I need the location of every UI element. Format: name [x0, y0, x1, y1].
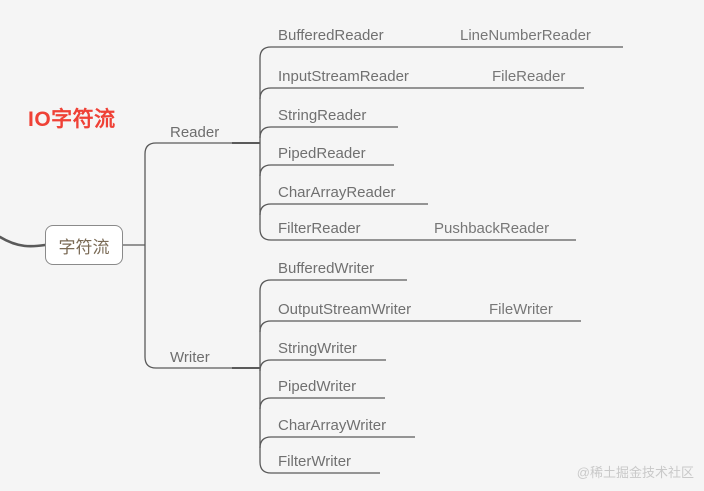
leaf-char-array-reader[interactable]: CharArrayReader — [278, 184, 396, 201]
leaf-input-stream-reader[interactable]: InputStreamReader — [278, 68, 409, 85]
leaf-filter-writer[interactable]: FilterWriter — [278, 453, 352, 470]
leaf-piped-writer[interactable]: PipedWriter — [278, 378, 357, 395]
leaf-output-stream-writer[interactable]: OutputStreamWriter — [278, 301, 412, 318]
branch-label-writer[interactable]: Writer — [170, 349, 210, 366]
leaf-char-array-writer[interactable]: CharArrayWriter — [278, 417, 387, 434]
leaf-file-writer[interactable]: FileWriter — [489, 301, 553, 318]
root-node[interactable]: 字符流 — [45, 225, 123, 265]
leaf-string-writer[interactable]: StringWriter — [278, 340, 357, 357]
branch-label-reader[interactable]: Reader — [170, 124, 220, 141]
leaf-piped-reader[interactable]: PipedReader — [278, 145, 366, 162]
page-title: IO字符流 — [28, 108, 116, 131]
leaf-buffered-writer[interactable]: BufferedWriter — [278, 260, 375, 277]
leaf-pushback-reader[interactable]: PushbackReader — [434, 220, 550, 237]
watermark: @稀土掘金技术社区 — [576, 465, 694, 480]
leaf-filter-reader[interactable]: FilterReader — [278, 220, 361, 237]
leaf-buffered-reader[interactable]: BufferedReader — [278, 27, 384, 44]
leaf-string-reader[interactable]: StringReader — [278, 107, 367, 124]
root-node-label: 字符流 — [58, 237, 110, 257]
leaf-line-number-reader[interactable]: LineNumberReader — [460, 27, 591, 44]
leaf-file-reader[interactable]: FileReader — [492, 68, 566, 85]
